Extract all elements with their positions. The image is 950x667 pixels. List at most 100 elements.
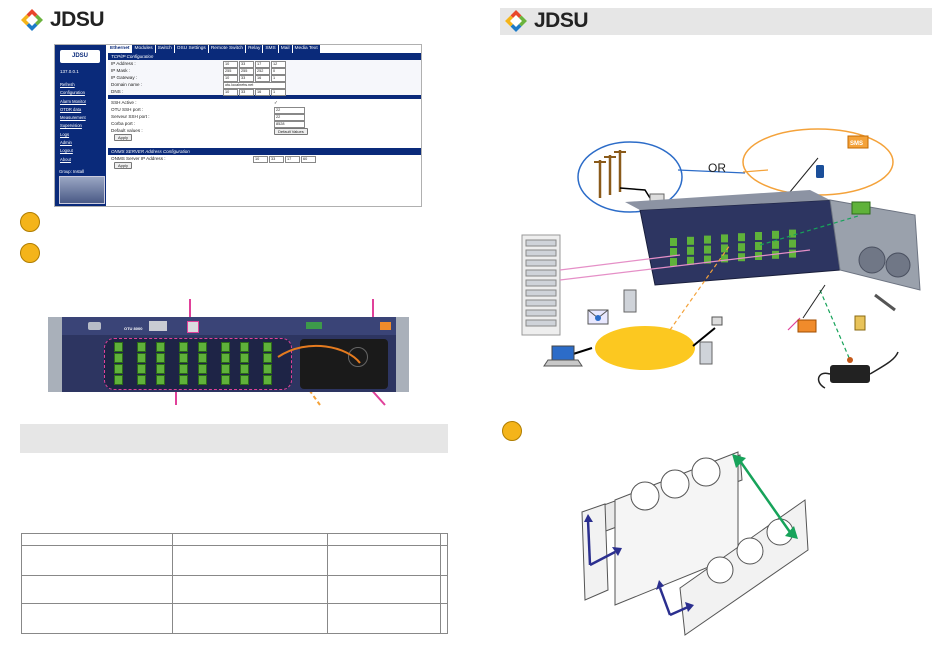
rack-sfp-module	[738, 233, 745, 242]
ip-octet-input[interactable]: 33	[239, 61, 254, 68]
ip-octet-input[interactable]: 10	[223, 61, 238, 68]
ip-octet-input[interactable]: 0	[271, 68, 286, 75]
green-arrow	[736, 457, 794, 536]
table-cell	[171, 575, 328, 604]
tab-sms[interactable]: SMS	[263, 45, 278, 53]
tab-remote-switch[interactable]: Remote Switch	[208, 45, 246, 53]
rack-sfp-module	[772, 240, 779, 249]
ip-octet-input[interactable]: 10	[223, 75, 238, 82]
onms-label: ONMS Server IP Address :	[111, 156, 166, 161]
sidebar-item-supervision[interactable]: Supervision	[60, 123, 82, 129]
rack-sfp-module	[670, 248, 677, 256]
table-cell	[326, 545, 441, 576]
port-input[interactable]: 8528	[274, 121, 305, 128]
ip-octet-input[interactable]: 255	[239, 68, 254, 75]
sidebar-item-logs[interactable]: Logs	[60, 131, 70, 137]
table-cell	[171, 533, 328, 546]
ssh-row: Default values : Default Values	[108, 127, 421, 135]
tab-media-text[interactable]: Media Text	[292, 45, 320, 53]
default-values-button[interactable]: Default Values	[274, 128, 308, 135]
sfp-module	[114, 375, 123, 385]
sidebar-item-measurement[interactable]: Measurement	[60, 115, 86, 121]
tab-osu-settings[interactable]: OSU Settings	[174, 45, 208, 53]
onms-ip-2[interactable]: 33	[269, 156, 284, 163]
table-cell	[439, 575, 449, 604]
ip-octet-input[interactable]: 17	[255, 61, 270, 68]
rack-sfp-module	[721, 254, 728, 263]
email-icon	[587, 309, 609, 325]
patch-panel-row	[525, 309, 557, 317]
table-cell	[439, 545, 449, 576]
onms-ip-3[interactable]: 17	[285, 156, 300, 163]
ip-octet-input[interactable]: 33	[239, 89, 254, 96]
sfp-module	[114, 364, 123, 374]
onms-ip-1[interactable]: 10	[253, 156, 268, 163]
sidebar-item-logout[interactable]: Logout	[60, 148, 73, 154]
field-label: Domain name :	[111, 82, 143, 87]
sfp-module	[240, 364, 249, 374]
ip-octet-input[interactable]: 252	[255, 68, 270, 75]
fan-icon	[858, 246, 886, 274]
tab-modules[interactable]: Modules	[132, 45, 155, 53]
ip-octet-input[interactable]: 1	[271, 89, 286, 96]
field-label: Default values :	[111, 128, 143, 133]
tab-ethernet[interactable]: Ethernet	[108, 45, 132, 53]
ssh-row: SSH Active :✓	[108, 99, 421, 106]
section-header-bar-left	[20, 424, 448, 453]
sfp-module	[221, 353, 230, 363]
table-cell	[21, 545, 173, 576]
ip-octet-input[interactable]: 33	[239, 75, 254, 82]
jdsu-logo-left: JDSU	[20, 8, 105, 32]
ethernet-plug-icon	[711, 316, 723, 326]
sidebar-item-alarm-monitor[interactable]: Alarm Monitor	[60, 98, 87, 104]
ui-device-thumbnail	[59, 176, 105, 204]
rack-sfp-module	[687, 236, 694, 245]
table-cell	[171, 603, 328, 634]
onms-apply-button[interactable]: Apply	[114, 162, 133, 169]
tab-switch[interactable]: Switch	[155, 45, 174, 53]
ui-sidebar-ip: 137.0.0.1	[60, 69, 79, 74]
ip-octet-input[interactable]: 12	[271, 61, 286, 68]
tab-mail[interactable]: Mail	[278, 45, 292, 53]
patch-panel-row	[525, 239, 557, 247]
patch-panel-row	[525, 319, 557, 327]
ssh-active-checkbox[interactable]: ✓	[274, 100, 278, 105]
sidebar-item-about[interactable]: About	[60, 156, 71, 162]
port-input[interactable]: 22	[274, 107, 305, 114]
ip-octet-input[interactable]: 10	[223, 89, 238, 96]
sidebar-item-configuration[interactable]: Configuration	[60, 90, 85, 96]
table-row	[21, 575, 449, 604]
db9-port	[88, 322, 101, 330]
ip-octet-input[interactable]: 16	[255, 75, 270, 82]
sidebar-item-admin[interactable]: Admin	[60, 140, 72, 146]
rack-sfp-module	[687, 256, 694, 265]
sidebar-item-otdr-data[interactable]: OTDR data	[60, 106, 82, 112]
ssh-apply-button[interactable]: Apply	[114, 134, 133, 141]
sfp-module	[221, 364, 230, 374]
tab-relay[interactable]: Relay	[246, 45, 263, 53]
logo-text: JDSU	[50, 8, 105, 31]
onms-row: ONMS Server IP Address : 10 33 17 60	[108, 155, 421, 163]
ip-octet-input[interactable]: 16	[255, 89, 270, 96]
sidebar-item-refresh[interactable]: Refresh	[60, 82, 75, 87]
device-top-strip	[62, 317, 396, 335]
ip-octet-input[interactable]: 1	[271, 75, 286, 82]
port-input[interactable]: 22	[274, 114, 305, 121]
green-terminal	[306, 322, 322, 329]
patch-panel-row	[525, 279, 557, 287]
gsm-ellipse	[742, 128, 894, 196]
sfp-module	[179, 364, 188, 374]
ip-octet-input[interactable]: otu.localnetw.net	[223, 82, 286, 89]
rack-sfp-module	[704, 255, 711, 264]
mobile-phone-icon	[816, 165, 824, 178]
ui-sidebar-logo: JDSU	[60, 50, 100, 63]
onms-ip-4[interactable]: 60	[301, 156, 316, 163]
power-adapter-icon	[817, 351, 899, 389]
ip-octet-input[interactable]: 255	[223, 68, 238, 75]
